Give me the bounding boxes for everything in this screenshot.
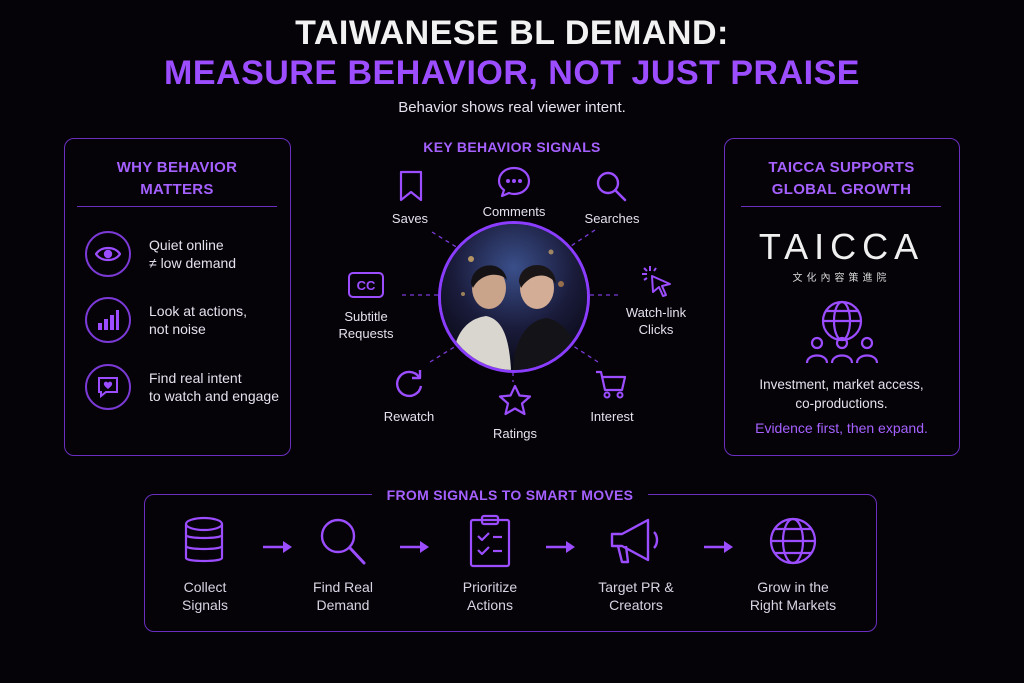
signal-comments: Comments xyxy=(482,204,546,219)
flow-step-target: Target PR & Creators xyxy=(588,578,684,614)
signal-saves: Saves xyxy=(391,211,429,226)
taicca-highlight: Evidence first, then expand. xyxy=(755,420,928,436)
flow-title: FROM SIGNALS TO SMART MOVES xyxy=(372,484,648,506)
page-subtitle: Behavior shows real viewer intent. xyxy=(398,99,626,116)
why-item-2-line2: not noise xyxy=(149,321,206,337)
arrow-right-icon xyxy=(400,541,429,553)
taicca-panel-title: TAICCA SUPPORTS GLOBAL GROWTH xyxy=(725,157,958,201)
flow-step-1-line1: Collect xyxy=(183,579,227,595)
signal-watchlink-clicks: Watch-link Clicks xyxy=(618,304,694,338)
bookmark-icon xyxy=(398,170,424,207)
flow-step-prioritize: Prioritize Actions xyxy=(444,578,536,614)
why-item-1-line2: ≠ low demand xyxy=(149,255,237,271)
flow-step-2-line1: Find Real xyxy=(313,579,373,595)
flow-step-grow: Grow in the Right Markets xyxy=(738,578,848,614)
signal-interest: Interest xyxy=(590,409,634,424)
signals-title: KEY BEHAVIOR SIGNALS xyxy=(423,139,601,155)
signal-subtitle-line1: Subtitle xyxy=(344,309,388,324)
signal-subtitle-requests: Subtitle Requests xyxy=(330,308,402,342)
heart-message-icon xyxy=(85,364,131,410)
flow-step-4-line1: Target PR & xyxy=(598,579,674,595)
megaphone-icon xyxy=(608,516,664,573)
taicca-title-line1: TAICCA SUPPORTS xyxy=(768,159,915,176)
cart-icon xyxy=(594,368,628,405)
page-title-highlight: MEASURE BEHAVIOR, NOT JUST PRAISE xyxy=(164,54,860,92)
database-icon xyxy=(182,516,226,571)
flow-step-5-line2: Right Markets xyxy=(749,597,837,613)
rewatch-icon xyxy=(392,366,426,405)
flow-step-3-line2: Actions xyxy=(467,597,513,613)
magnifier-icon xyxy=(318,516,366,571)
taicca-body-line1: Investment, market access, xyxy=(759,377,924,392)
closed-caption-icon: CC xyxy=(348,272,384,298)
why-item-1-line1: Quiet online xyxy=(149,237,224,253)
why-panel-title-line1: WHY BEHAVIOR xyxy=(116,159,238,176)
cursor-click-icon xyxy=(640,264,674,303)
why-item-1: Quiet online ≠ low demand xyxy=(149,236,236,272)
global-people-icon xyxy=(803,299,881,370)
why-item-3: Find real intent to watch and engage xyxy=(149,369,279,405)
page-title: TAIWANESE BL DEMAND: xyxy=(295,14,729,52)
flow-step-collect: Collect Signals xyxy=(160,578,250,614)
signal-rewatch: Rewatch xyxy=(383,409,435,424)
flow-step-4-line2: Creators xyxy=(609,597,663,613)
taicca-logo-subtext: 文化內容策進院 xyxy=(792,273,891,284)
star-icon xyxy=(498,384,532,421)
why-item-2-line1: Look at actions, xyxy=(149,303,248,319)
why-panel-title: WHY BEHAVIOR MATTERS xyxy=(65,157,289,201)
eye-icon xyxy=(85,231,131,277)
why-item-2: Look at actions, not noise xyxy=(149,302,247,338)
why-panel-title-line2: MATTERS xyxy=(140,181,214,198)
taicca-logo-text: TAICCA xyxy=(758,226,925,267)
why-panel-divider xyxy=(77,206,277,207)
flow-step-2-line2: Demand xyxy=(316,597,370,613)
taicca-body: Investment, market access, co-production… xyxy=(725,375,958,413)
arrow-right-icon xyxy=(704,541,733,553)
why-behavior-panel: WHY BEHAVIOR MATTERS Quiet online ≠ low … xyxy=(64,138,291,456)
search-icon xyxy=(595,170,627,207)
why-item-3-line1: Find real intent xyxy=(149,370,242,386)
flow-step-5-line1: Grow in the xyxy=(757,579,829,595)
bar-chart-icon xyxy=(85,297,131,343)
flow-step-3-line1: Prioritize xyxy=(462,579,518,595)
why-item-3-line2: to watch and engage xyxy=(149,388,279,404)
taicca-logo: TAICCA 文化內容策進院 xyxy=(725,226,958,285)
clipboard-check-icon xyxy=(468,514,512,573)
taicca-title-line2: GLOBAL GROWTH xyxy=(771,181,912,198)
flow-step-1-line2: Signals xyxy=(182,597,228,613)
flow-step-find: Find Real Demand xyxy=(298,578,388,614)
signal-subtitle-line2: Requests xyxy=(338,326,394,341)
signal-ratings: Ratings xyxy=(492,426,538,441)
globe-icon xyxy=(768,516,818,571)
couple-photo xyxy=(438,221,590,373)
signal-searches: Searches xyxy=(584,211,640,226)
cc-text: CC xyxy=(356,277,376,293)
taicca-panel: TAICCA SUPPORTS GLOBAL GROWTH TAICCA 文化內… xyxy=(724,138,960,456)
comment-bubble-icon xyxy=(497,166,531,203)
signal-watchlink-line2: Clicks xyxy=(638,322,674,337)
taicca-panel-divider xyxy=(741,206,941,207)
signal-watchlink-line1: Watch-link xyxy=(625,305,687,320)
arrow-right-icon xyxy=(263,541,292,553)
arrow-right-icon xyxy=(546,541,575,553)
taicca-body-line2: co-productions. xyxy=(795,396,888,411)
